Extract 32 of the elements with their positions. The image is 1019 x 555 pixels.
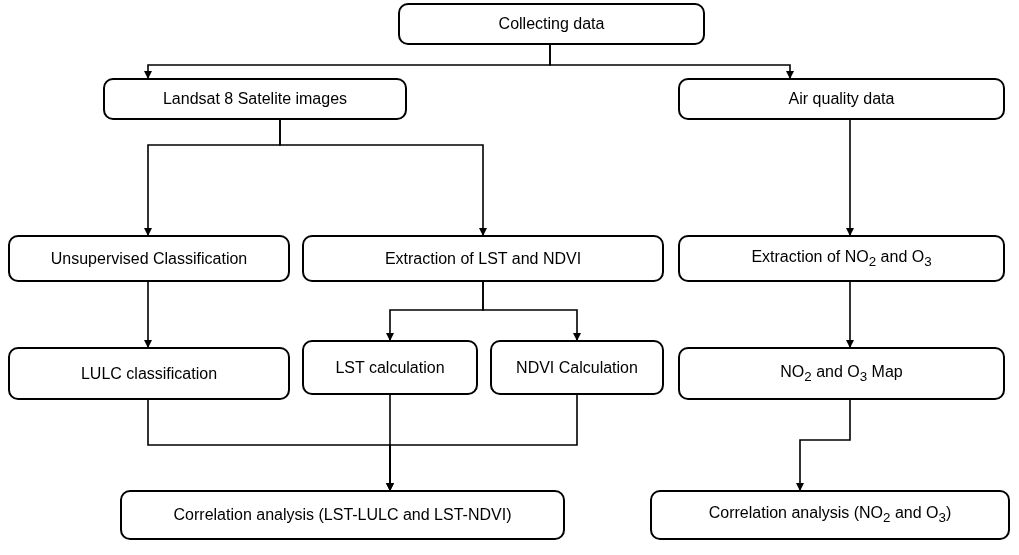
process-box — [650, 490, 1010, 540]
box-label: Extraction of NO$_{2}$ and O$_{3}$ — [751, 247, 932, 270]
box-label: LST calculation — [335, 358, 445, 377]
box-label: Air quality data — [788, 90, 895, 108]
process-box — [490, 340, 664, 395]
arrow — [482, 281, 581, 341]
box-label: Correlation analysis (NO$_{2}$ and O$_{3}$) — [708, 504, 952, 526]
arrow — [386, 394, 578, 491]
process-box — [302, 235, 664, 282]
arrow — [846, 281, 854, 348]
process-box — [8, 347, 290, 400]
process-box — [302, 340, 478, 395]
arrow — [549, 44, 794, 79]
arrow — [796, 399, 851, 491]
box-label: NO$_{2}$ and O$_{3}$ Map — [780, 362, 903, 385]
process-box — [103, 78, 407, 120]
process-box — [398, 3, 705, 45]
box-label: Collecting data — [498, 15, 605, 33]
process-box — [8, 235, 290, 282]
box-label: Extraction of LST and NDVI — [384, 249, 582, 268]
process-box — [120, 490, 565, 540]
box-label: Landsat 8 Satelite images — [162, 90, 348, 108]
arrow — [279, 119, 487, 236]
box-label: LULC classification — [80, 364, 218, 383]
arrow — [846, 119, 854, 236]
process-box — [678, 347, 1005, 400]
box-label: Unsupervised Classification — [50, 249, 248, 268]
process-box — [678, 235, 1005, 282]
arrow — [144, 281, 152, 348]
box-label: Correlation analysis (LST-LULC and LST-NDVI) — [173, 506, 512, 524]
process-box — [678, 78, 1005, 120]
box-label: NDVI Calculation — [516, 358, 638, 377]
